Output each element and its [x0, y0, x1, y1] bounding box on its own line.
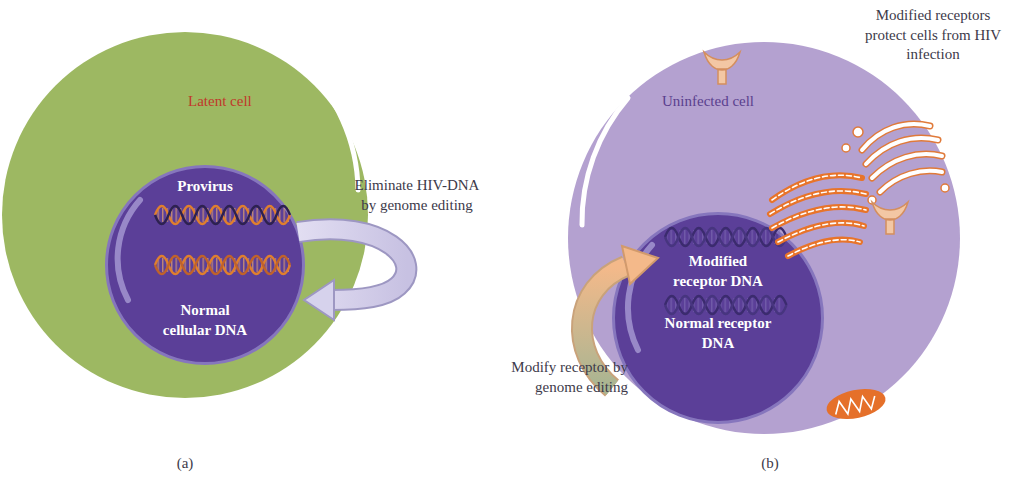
dna-label: Normal receptor DNA [663, 314, 773, 353]
cell-name: Uninfected cell [662, 92, 822, 112]
nucleus-circle: Modified receptor DNA Normal receptor DNA [612, 212, 824, 424]
step-label: Modify receptor by genome editing [466, 358, 628, 397]
cell-circle: Uninfected cellModified receptor DNA Norm… [568, 42, 960, 434]
note-label: Modified receptors protect cells from HI… [858, 6, 1008, 65]
nucleus-circle: ProvirusNormal cellular DNA [105, 165, 305, 365]
cell-circle: Latent cellProvirusNormal cellular DNA [2, 32, 368, 398]
nucleus-highlight [628, 245, 652, 350]
step-label: Eliminate HIV-DNA by genome editing [348, 176, 486, 215]
mitochondrion [824, 384, 889, 424]
endoplasmic-reticulum [770, 175, 866, 256]
dna-label: Normal cellular DNA [155, 301, 255, 340]
editing-arrow [298, 229, 406, 320]
panel-label: (a) [160, 454, 210, 474]
golgi-apparatus [842, 124, 949, 204]
receptor-symbol [704, 52, 740, 84]
dna-label: Modified receptor DNA [663, 252, 773, 291]
receptor-symbol [872, 202, 908, 234]
membrane-highlight [300, 62, 358, 190]
panel-label: (b) [745, 454, 795, 474]
membrane-highlight [582, 98, 628, 225]
dna-label: Provirus [105, 177, 305, 197]
cellular-dna-helix [155, 256, 290, 274]
nucleus-highlight [118, 200, 140, 300]
cell-name: Latent cell [188, 92, 338, 112]
normal-receptor-helix [665, 296, 787, 314]
modified-receptor-helix [665, 228, 787, 246]
provirus-helix [155, 206, 290, 224]
